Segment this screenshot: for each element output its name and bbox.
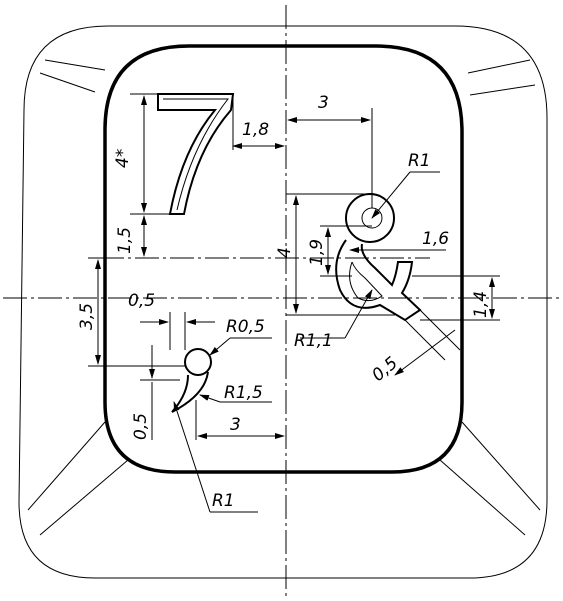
dim-3-top: 3 [318,93,329,113]
dim-0-5-bottom: 0,5 [131,413,151,440]
dim-r0-5: R0,5 [226,317,265,337]
dimension-lines [88,93,500,513]
comma-glyph [171,348,212,413]
dim-r1-bottom: R1 [212,491,235,511]
dim-r1-top: R1 [408,151,431,171]
inner-key-face [103,44,464,474]
dim-4: 4 [275,247,295,258]
digit-seven-inner [163,98,230,211]
dim-0-5-right: 0,5 [368,353,402,386]
dim-3-bottom: 3 [230,415,241,435]
dim-1-4: 1,4 [471,291,491,318]
dim-r1-1: R1,1 [294,331,333,351]
dim-r1-5: R1,5 [224,383,263,403]
dim-4star: 4* [113,149,133,168]
digit-seven-outline [157,93,235,215]
ampersand-glyph [335,193,422,322]
outer-key-outline [18,25,548,579]
dim-1-6: 1,6 [422,229,449,249]
dim-1-5: 1,5 [115,227,135,254]
dim-3-5: 3,5 [77,303,97,330]
dim-1-9: 1,9 [307,239,327,266]
dim-1-8: 1,8 [242,120,269,140]
corner-lines [27,59,541,536]
dim-0-5-left: 0,5 [128,291,155,311]
